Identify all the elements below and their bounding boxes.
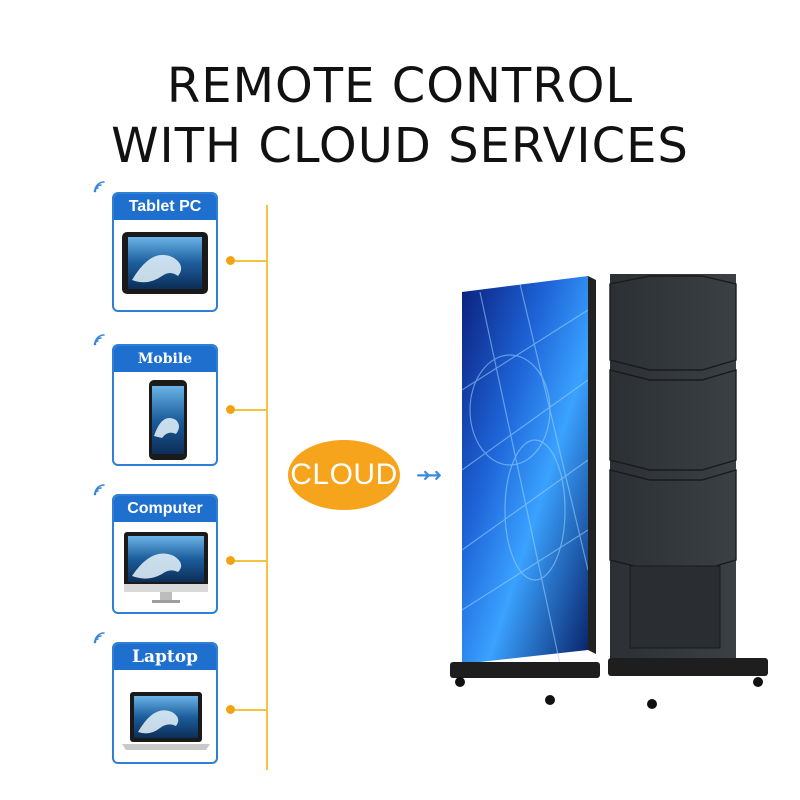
connector-tablet	[228, 260, 268, 262]
connector-computer	[228, 560, 268, 562]
device-card-laptop[interactable]: Laptop	[112, 642, 218, 764]
device-label-computer: Computer	[114, 496, 216, 522]
arrow-right-icon: ➜➜	[416, 465, 442, 485]
page-title-line-2: WITH CLOUD SERVICES	[111, 118, 689, 174]
cloud-badge: CLOUD	[288, 440, 400, 510]
wifi-icon	[93, 484, 105, 496]
connector-dot-computer	[226, 556, 235, 565]
connector-phone	[228, 409, 268, 411]
connector-dot-laptop	[226, 705, 235, 714]
phone-icon	[149, 380, 187, 460]
tablet-icon	[122, 232, 208, 294]
device-label-tablet: Tablet PC	[114, 194, 216, 220]
device-card-computer[interactable]: Computer	[112, 494, 218, 614]
wifi-icon	[93, 334, 105, 346]
led-display-product-image	[450, 274, 768, 709]
device-card-phone[interactable]: Mobile Phone	[112, 344, 218, 466]
wifi-icon	[93, 181, 105, 193]
page-title-line-1: REMOTE CONTROL	[166, 58, 634, 114]
device-label-laptop: Laptop	[114, 644, 216, 670]
device-label-phone: Mobile Phone	[114, 346, 216, 393]
connector-laptop	[228, 709, 268, 711]
laptop-icon	[122, 692, 210, 750]
connector-dot-phone	[226, 405, 235, 414]
connector-line	[266, 205, 268, 770]
device-card-tablet[interactable]: Tablet PC	[112, 192, 218, 312]
wifi-icon	[93, 632, 105, 644]
monitor-icon	[124, 532, 208, 603]
connector-dot-tablet	[226, 256, 235, 265]
